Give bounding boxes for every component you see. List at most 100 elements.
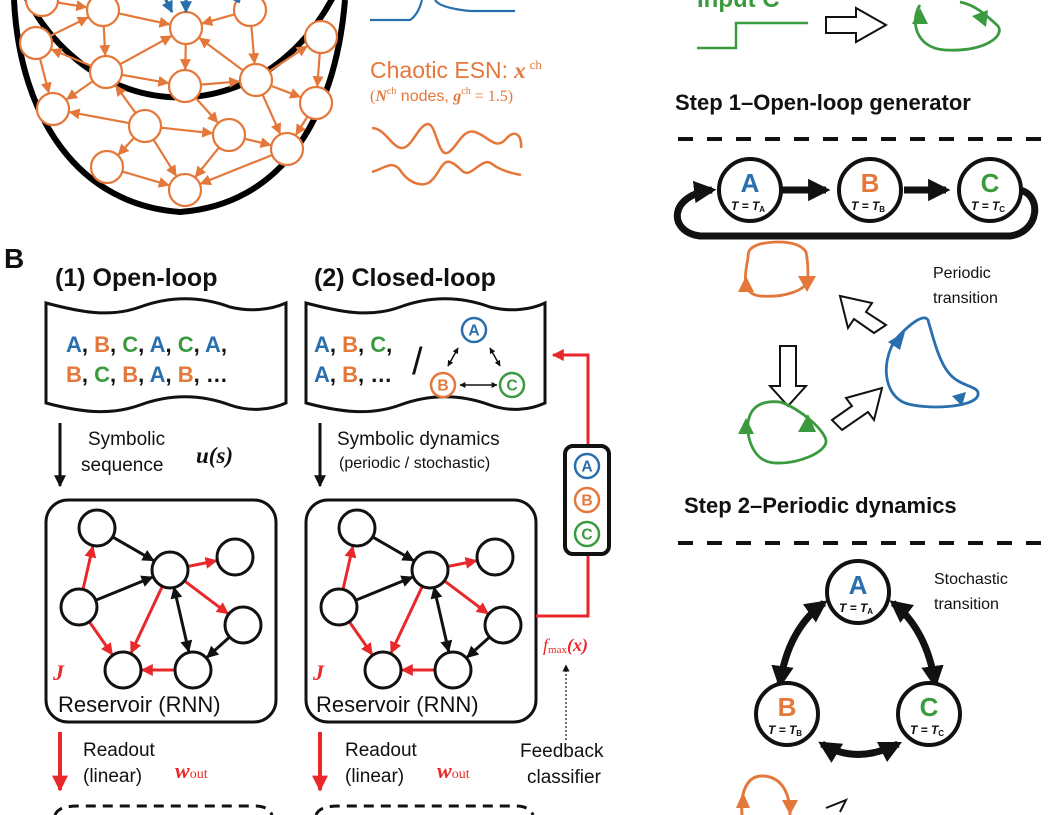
network-edge: [198, 37, 244, 72]
periodic-transition-label-2: transition: [933, 290, 998, 307]
sequence-symbol: B: [66, 362, 82, 387]
svg-text:C: C: [506, 377, 517, 394]
reservoir-node: [410, 550, 450, 590]
network-edge: [49, 16, 89, 37]
closed-loop-reservoir-network: [319, 508, 523, 690]
orange-cycle-arrow: [798, 276, 816, 292]
reservoir-node: [103, 650, 143, 690]
j-weights-label: J: [52, 660, 65, 685]
mini-state-b: B: [429, 371, 457, 399]
state-node-b: BT = TB: [754, 681, 820, 747]
blue-limit-cycle: [884, 316, 980, 409]
reservoir-node: [363, 650, 403, 690]
wout-label: wout: [175, 758, 208, 783]
stochastic-edge-a-c: [889, 600, 944, 689]
sequence-slash: /: [412, 341, 423, 383]
reservoir-edge: [206, 635, 231, 659]
network-edge: [118, 12, 171, 28]
output-box-partial-2: [314, 804, 535, 815]
network-node: [88, 54, 124, 90]
network-node: [18, 25, 54, 61]
svg-text:C: C: [581, 526, 592, 543]
stochastic-transition-label: Stochastic: [934, 571, 1008, 588]
blue-signal-trace: [370, 0, 424, 22]
network-node: [127, 108, 163, 144]
reservoir-node: [215, 537, 255, 577]
network-node: [167, 68, 203, 104]
network-edge: [152, 138, 177, 177]
sequence-symbol: A: [150, 362, 166, 387]
state-node-a: AT = TA: [825, 559, 891, 625]
reservoir-edge: [355, 575, 414, 602]
network-edge: [50, 48, 92, 67]
network-node: [89, 149, 125, 185]
chaotic-esn-params: (Nch nodes, gch = 1.5): [370, 86, 513, 105]
network-edge: [194, 97, 219, 124]
input-c-label: Input C: [697, 0, 780, 13]
orange-cycle-arrow: [738, 276, 754, 292]
j-weights-label-2: J: [312, 660, 325, 685]
stochastic-transition-label-2: transition: [934, 596, 999, 613]
network-node: [35, 91, 71, 127]
svg-text:A: A: [581, 458, 592, 475]
blue-signal-tail: [434, 0, 515, 13]
state-period: T = TB: [768, 723, 802, 738]
network-edge: [194, 146, 220, 178]
network-edge: [122, 170, 170, 188]
stochastic-edge-a-b: [771, 600, 828, 689]
output-box-partial: [53, 804, 274, 815]
mini-state-c: C: [498, 371, 526, 399]
reservoir-node: [433, 650, 473, 690]
network-node: [24, 0, 60, 18]
reservoir-edge: [187, 556, 218, 569]
svg-text:B: B: [437, 377, 448, 394]
reservoir-node: [483, 605, 523, 645]
sequence-symbol: A: [66, 332, 82, 357]
reservoir-node: [59, 587, 99, 627]
sequence-symbol: C: [370, 332, 386, 357]
green-cycle-arrow: [738, 418, 754, 434]
classifier-symbol-c: C: [573, 520, 601, 548]
reservoir-node: [150, 550, 190, 590]
green-limit-cycle-2: [746, 400, 828, 465]
state-period: T = TA: [839, 601, 873, 616]
network-node: [298, 85, 334, 121]
chaotic-trace-1: [371, 122, 523, 155]
network-edge: [268, 45, 308, 73]
network-node: [168, 10, 204, 46]
sequence-symbol: B: [94, 332, 110, 357]
sequence-symbol: C: [122, 332, 138, 357]
network-node: [269, 131, 305, 167]
open-sequence-row-2: B, C, B, A, B, …: [66, 362, 228, 387]
network-edge: [312, 52, 324, 88]
readout-label: Readout: [83, 740, 156, 761]
periodic-dynamics: [738, 240, 980, 465]
reservoir-node: [475, 537, 515, 577]
symbolic-dynamics-label: Symbolic dynamics: [337, 429, 500, 450]
network-node: [303, 19, 339, 55]
loop-back-arrow: [673, 180, 1039, 240]
open-loop-reservoir-network: [59, 508, 263, 690]
reservoir-edge: [447, 556, 478, 569]
closed-loop-title: (2) Closed-loop: [314, 264, 496, 292]
fmax-label: fmax(x): [543, 635, 588, 656]
green-cycle-arrow: [912, 8, 928, 24]
hollow-arrow-green-to-blue: [830, 386, 884, 432]
chaotic-esn-network: [11, 0, 348, 216]
symbolic-label: Symbolic: [88, 429, 165, 450]
network-edge: [199, 153, 273, 186]
sequence-symbol: A: [314, 362, 330, 387]
reservoir-edge: [341, 545, 357, 590]
network-edge: [115, 84, 137, 114]
green-cycle-arrow: [972, 10, 988, 27]
state-letter: A: [741, 168, 760, 198]
hollow-arrow-orange-to-green: [767, 345, 809, 408]
network-edge: [121, 73, 170, 87]
network-edge: [38, 58, 52, 94]
sequence-symbol: A: [205, 332, 221, 357]
classifier-symbol-a: A: [573, 452, 601, 480]
state-letter: B: [778, 692, 797, 722]
state-node-c: CT = TC: [896, 681, 962, 747]
